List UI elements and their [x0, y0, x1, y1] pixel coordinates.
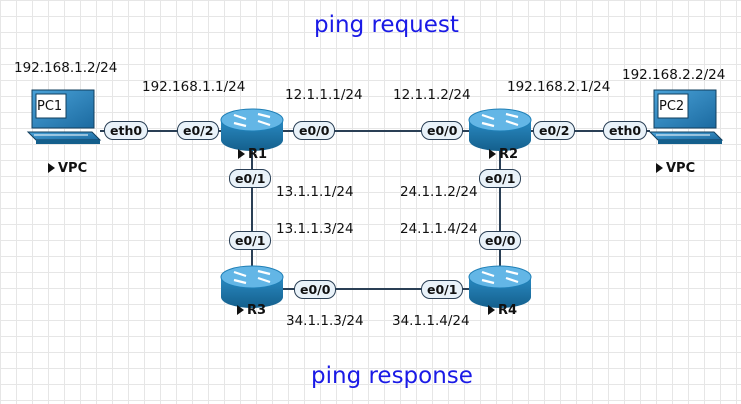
r1-e01-ip-label: 13.1.1.1/24 — [276, 184, 354, 200]
r1-e00-ip-label: 12.1.1.1/24 — [285, 87, 363, 103]
router-r3-icon[interactable] — [220, 265, 284, 308]
r1-label: R1 — [248, 147, 268, 162]
r2-e01-port[interactable]: e0/1 — [479, 169, 522, 188]
r3-e01-port[interactable]: e0/1 — [229, 231, 272, 250]
r4-e00-ip-label: 24.1.1.4/24 — [400, 221, 478, 237]
r1-e00-port[interactable]: e0/0 — [293, 121, 336, 140]
pc2-ip-label: 192.168.2.2/24 — [622, 67, 726, 83]
r3-e01-ip-label: 13.1.1.3/24 — [276, 221, 354, 237]
pc1-icon[interactable] — [26, 89, 102, 144]
pc1-screen-label: PC1 — [37, 99, 63, 114]
r1-e02-port[interactable]: e0/2 — [177, 121, 220, 140]
r4-e00-port[interactable]: e0/0 — [479, 231, 522, 250]
pc2-type-label: VPC — [666, 161, 696, 176]
r1-e01-port[interactable]: e0/1 — [229, 169, 272, 188]
pc2-screen-label: PC2 — [659, 99, 685, 114]
play-triangle-icon — [48, 163, 55, 173]
caption-ping-response: ping response — [311, 363, 473, 389]
play-triangle-icon — [489, 149, 496, 159]
r2-e00-port[interactable]: e0/0 — [421, 121, 464, 140]
pc1-type-label: VPC — [58, 161, 88, 176]
pc2-icon[interactable] — [648, 89, 724, 144]
play-triangle-icon — [488, 305, 495, 315]
links — [100, 130, 650, 290]
r2-e00-ip-label: 12.1.1.2/24 — [393, 87, 471, 103]
router-r4-icon[interactable] — [468, 265, 532, 308]
r3-e00-port[interactable]: e0/0 — [294, 280, 337, 299]
caption-ping-request: ping request — [314, 12, 459, 38]
r4-e01-ip-label: 34.1.1.4/24 — [392, 313, 470, 329]
label-triangles — [48, 149, 663, 315]
r2-e01-ip-label: 24.1.1.2/24 — [400, 184, 478, 200]
r3-label: R3 — [247, 303, 267, 318]
r2-label: R2 — [499, 147, 519, 162]
play-triangle-icon — [238, 149, 245, 159]
r2-e02-ip-label: 192.168.2.1/24 — [507, 79, 611, 95]
r2-e02-port[interactable]: e0/2 — [533, 121, 576, 140]
pc1-eth0-port[interactable]: eth0 — [104, 121, 149, 140]
r4-e01-port[interactable]: e0/1 — [421, 280, 464, 299]
router-r2-icon[interactable] — [468, 108, 532, 151]
play-triangle-icon — [237, 305, 244, 315]
r1-e02-ip-label: 192.168.1.1/24 — [142, 79, 246, 95]
play-triangle-icon — [656, 163, 663, 173]
pc2-eth0-port[interactable]: eth0 — [603, 121, 648, 140]
router-r1-icon[interactable] — [220, 108, 284, 151]
r4-label: R4 — [498, 303, 518, 318]
r3-e00-ip-label: 34.1.1.3/24 — [286, 313, 364, 329]
pc1-ip-label: 192.168.1.2/24 — [14, 60, 118, 76]
